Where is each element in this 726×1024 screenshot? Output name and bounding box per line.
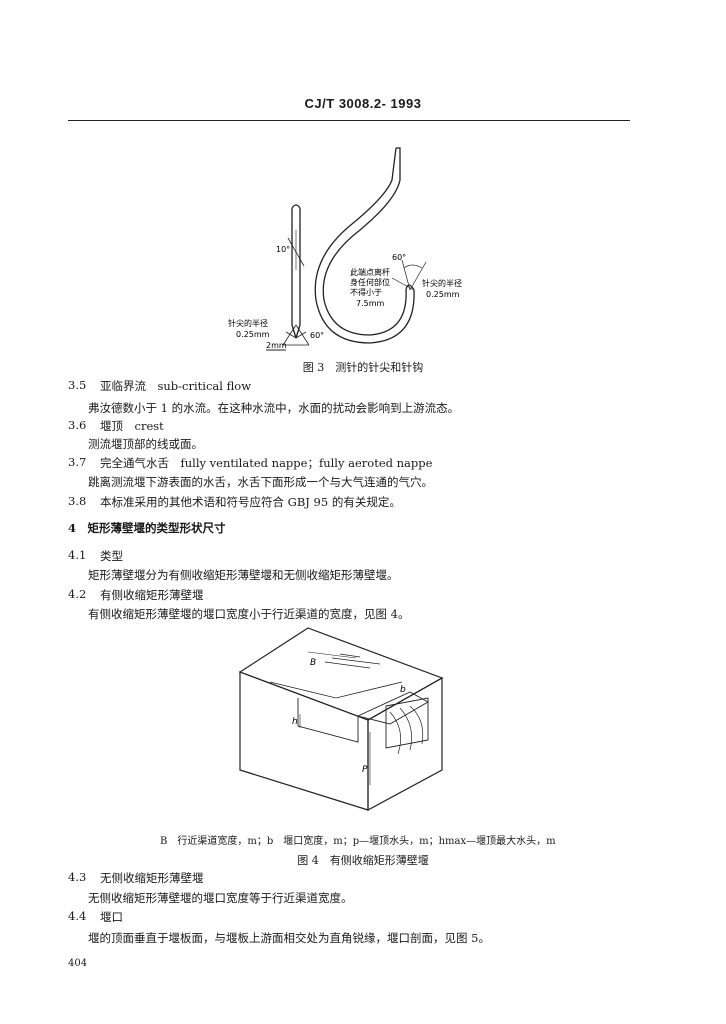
section-4-2-body: 有侧收缩矩形薄壁堰的堰口宽度小于行近渠道的宽度，见图 4。: [88, 607, 410, 621]
figure-4-drawing: B b h P: [238, 627, 444, 812]
header-rule: [68, 120, 630, 121]
document-code: CJ/T 3008.2- 1993: [304, 96, 422, 111]
fig3-hook-note-3: 不得小于: [350, 287, 382, 297]
section-3-6-title: 堰顶 crest: [100, 419, 164, 433]
section-3-6-body: 测流堰顶部的线或面。: [88, 437, 203, 451]
fig3-scale: 2mm: [266, 341, 287, 350]
section-3-8-title: 本标准采用的其他术语和符号应符合 GBJ 95 的有关规定。: [100, 495, 401, 509]
fig3-tip-radius-right-1: 针尖的半径: [422, 278, 462, 288]
section-4-4-number: 4.4: [68, 909, 87, 923]
chapter-4-heading: 4 矩形薄壁堰的类型形状尺寸: [68, 521, 226, 535]
section-3-8-number: 3.8: [68, 494, 87, 508]
section-4-3-title: 无侧收缩矩形薄壁堰: [100, 871, 204, 885]
section-4-4-title: 堰口: [100, 910, 123, 924]
fig4-label-b: b: [400, 685, 406, 695]
fig3-hook-note-1: 此端点离杆: [350, 267, 390, 277]
section-3-6-number: 3.6: [68, 418, 87, 432]
fig3-tip-radius-left-1: 针尖的半径: [228, 318, 268, 328]
section-4-3-body: 无侧收缩矩形薄壁堰的堰口宽度等于行近渠道宽度。: [88, 891, 353, 905]
fig4-label-P: P: [362, 765, 368, 775]
section-4-1-title: 类型: [100, 549, 123, 563]
figure-4-legend: B 行近渠道宽度，m；b 堰口宽度，m；p—堰顶水头，m；hmax—堰顶最大水头…: [160, 836, 556, 847]
fig3-angle-60-left: 60°: [310, 331, 324, 340]
section-3-7-body: 跳离测流堰下游表面的水舌，水舌下面形成一个与大气连通的气穴。: [88, 475, 433, 489]
section-3-7-number: 3.7: [68, 455, 87, 469]
fig3-hook-note-2: 身任何部位: [350, 277, 390, 287]
fig4-label-B: B: [310, 658, 316, 668]
section-3-5-number: 3.5: [68, 378, 87, 392]
fig3-angle-60-right: 60°: [392, 253, 406, 262]
section-3-5-title: 亚临界流 sub-critical flow: [100, 379, 252, 393]
section-3-7-title: 完全通气水舌 fully ventilated nappe；fully aero…: [100, 456, 433, 470]
figure-3-caption: 图 3 测针的针尖和针钩: [302, 361, 424, 374]
figure-3-drawing: 10° 60° 针尖的半径 0.25mm 2mm 此端点离杆 身任何部位 不得小…: [228, 147, 462, 351]
fig3-tip-radius-left-2: 0.25mm: [236, 330, 270, 339]
section-4-2-number: 4.2: [68, 587, 87, 601]
section-4-1-body: 矩形薄壁堰分为有侧收缩矩形薄壁堰和无侧收缩矩形薄壁堰。: [88, 568, 399, 582]
fig4-label-h: h: [292, 717, 298, 727]
section-4-1-number: 4.1: [68, 548, 87, 562]
fig3-hook-note-4: 7.5mm: [356, 299, 385, 308]
fig3-tip-radius-right-2: 0.25mm: [426, 290, 460, 299]
section-4-2-title: 有侧收缩矩形薄壁堰: [100, 588, 204, 602]
section-4-3-number: 4.3: [68, 870, 87, 884]
section-3-5-body: 弗汝德数小于 1 的水流。在这种水流中，水面的扰动会影响到上游流态。: [88, 401, 460, 415]
page-number: 404: [68, 958, 88, 969]
fig3-angle-10: 10°: [276, 245, 290, 254]
section-4-4-body: 堰的顶面垂直于堰板面，与堰板上游面相交处为直角锐缘，堰口剖面，见图 5。: [88, 931, 490, 945]
figure-4-caption: 图 4 有侧收缩矩形薄壁堰: [297, 854, 429, 867]
